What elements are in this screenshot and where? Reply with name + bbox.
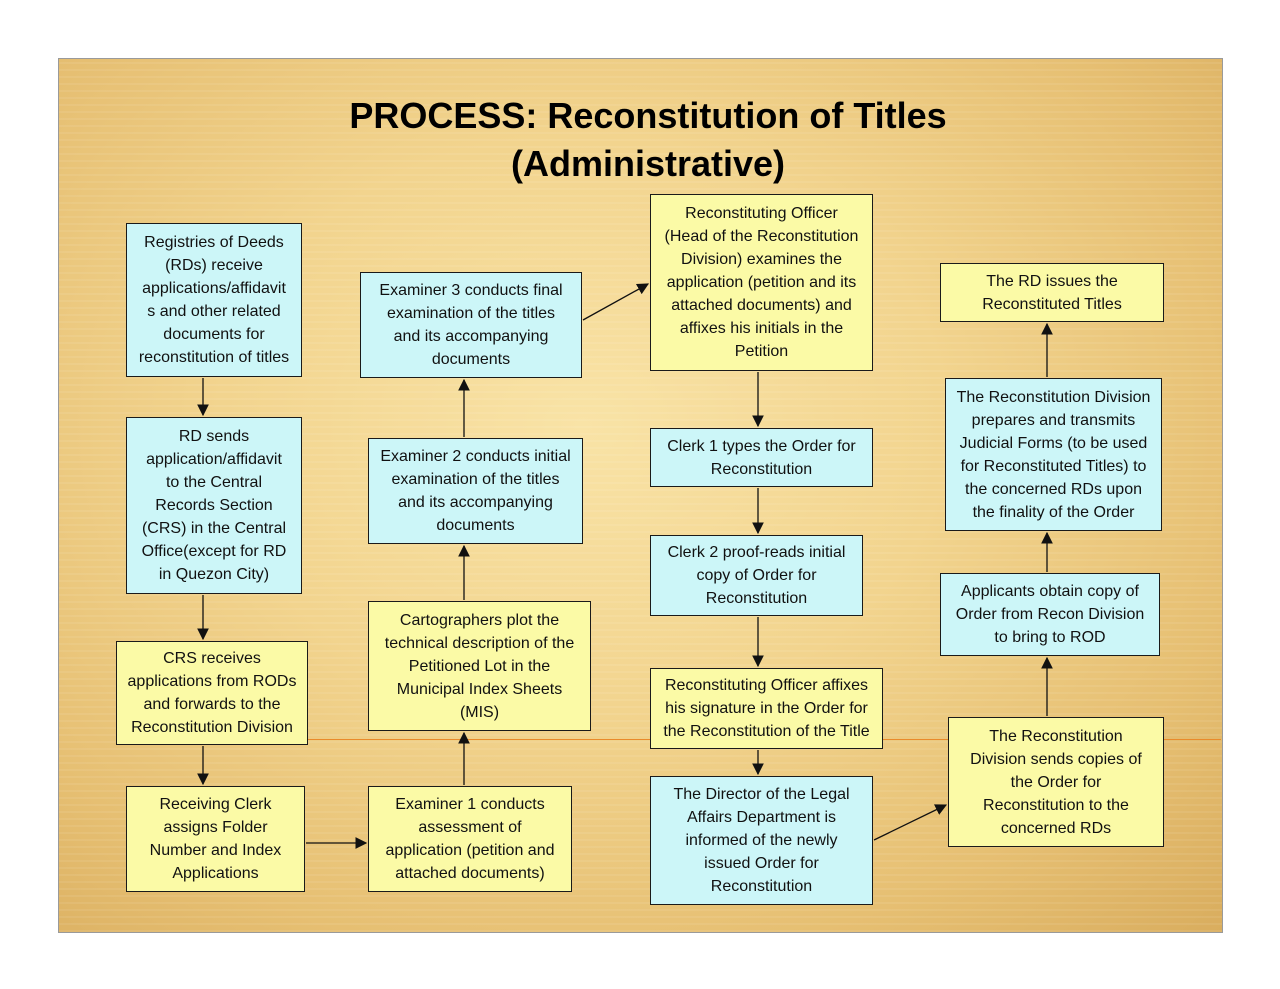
step-receiving-clerk: Receiving Clerk assigns Folder Number an… (126, 786, 305, 892)
step-rd-issues: The RD issues the Reconstituted Titles (940, 263, 1164, 322)
step-clerk-2: Clerk 2 proof-reads initial copy of Orde… (650, 535, 863, 616)
step-examiner-1: Examiner 1 conducts assessment of applic… (368, 786, 572, 892)
step-director-informed: The Director of the Legal Affairs Depart… (650, 776, 873, 905)
title-line-2: (Administrative) (510, 143, 786, 184)
step-rd-receive: Registries of Deeds (RDs) receive applic… (126, 223, 302, 377)
step-rd-sends: RD sends application/affidavit to the Ce… (126, 417, 302, 594)
step-examiner-3: Examiner 3 conducts final examination of… (360, 272, 582, 378)
step-cartographers: Cartographers plot the technical descrip… (368, 601, 591, 731)
step-reconstituting-officer-sign: Reconstituting Officer affixes his signa… (650, 668, 883, 749)
diagram-title: PROCESS: Reconstitution of Titles (Admin… (0, 92, 1280, 188)
step-division-prepares: The Reconstitution Division prepares and… (945, 378, 1162, 531)
step-division-sends: The Reconstitution Division sends copies… (948, 717, 1164, 847)
step-examiner-2: Examiner 2 conducts initial examination … (368, 438, 583, 544)
step-crs-receives: CRS receives applications from RODs and … (116, 641, 308, 745)
step-applicants-obtain: Applicants obtain copy of Order from Rec… (940, 573, 1160, 656)
step-clerk-1: Clerk 1 types the Order for Reconstituti… (650, 428, 873, 487)
step-reconstituting-officer: Reconstituting Officer (Head of the Reco… (650, 194, 873, 371)
title-line-1: PROCESS: Reconstitution of Titles (349, 95, 947, 136)
